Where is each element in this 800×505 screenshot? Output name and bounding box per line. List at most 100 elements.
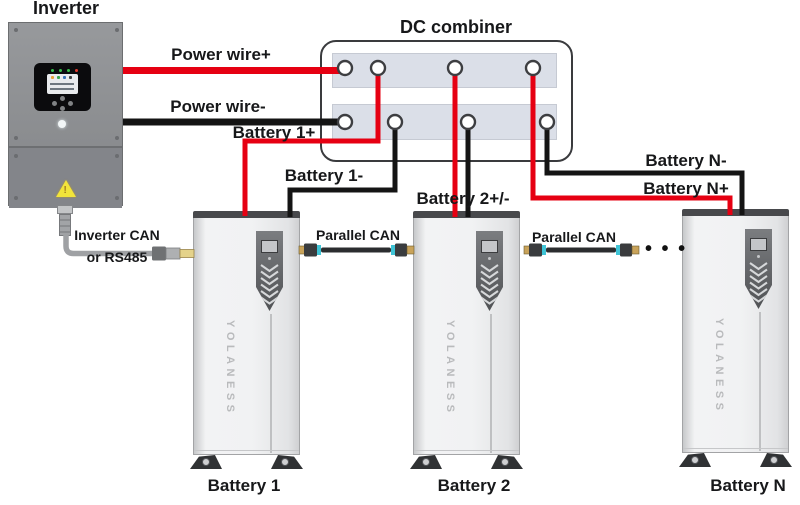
- inverter-can-port: [57, 205, 73, 214]
- batteryN-positive-label: Battery N+: [643, 179, 729, 198]
- battery-top-cap: [682, 209, 789, 216]
- inverter-unit: !: [8, 22, 123, 208]
- status-led-icon: [67, 69, 70, 72]
- screen-icon: [69, 76, 72, 79]
- battery-power-button: [757, 255, 760, 258]
- inverter-can-label: Inverter CAN or RS485: [58, 227, 176, 265]
- screw: [115, 28, 119, 32]
- battery-brand-text: YOLANESS: [713, 318, 725, 415]
- battery-base-line: [683, 448, 788, 449]
- foot-screw: [202, 458, 210, 466]
- batteryN-negative-label: Battery N-: [645, 151, 727, 170]
- screw: [14, 154, 18, 158]
- battery-foot-right: [491, 455, 523, 469]
- screen-text-line: [50, 83, 74, 85]
- up-button: [60, 96, 65, 101]
- screen-icon: [63, 76, 66, 79]
- foot-screw: [501, 458, 509, 466]
- battery2-name-label: Battery 2: [437, 476, 511, 495]
- battery-body: YOLANESS: [193, 218, 300, 455]
- battery-body: YOLANESS: [682, 216, 789, 453]
- battery-unit-1: YOLANESS: [190, 211, 303, 469]
- dc-combiner-title: DC combiner: [399, 17, 513, 37]
- batteryN-name-label: Battery N: [710, 476, 786, 495]
- battery-control-panel: [256, 231, 283, 311]
- inverter-title: Inverter: [32, 0, 100, 18]
- inverter-display-panel: [34, 63, 91, 111]
- cable-end-pin: [523, 245, 531, 255]
- chevron-down-icon: [480, 264, 499, 305]
- battery-power-button: [268, 257, 271, 260]
- chevron-down-icon: [260, 264, 279, 305]
- cable-cord: [321, 247, 391, 253]
- battery-panel-seam: [270, 314, 272, 453]
- battery-body: YOLANESS: [413, 218, 520, 455]
- foot-screw: [691, 456, 699, 464]
- screen-icon: [57, 76, 60, 79]
- battery2-wires-label: Battery 2+/-: [416, 189, 510, 208]
- battery-display-screen: [750, 238, 767, 251]
- status-led-icon: [75, 69, 78, 72]
- foot-screw: [281, 458, 289, 466]
- foot-screw: [770, 456, 778, 464]
- cable-band: [616, 245, 620, 255]
- battery1-negative-label: Battery 1-: [284, 166, 364, 185]
- chevron-down-icon: [749, 262, 768, 303]
- inverter-front-panel: [9, 23, 122, 146]
- battery-base-line: [414, 450, 519, 451]
- battery-foot-left: [190, 455, 222, 469]
- negative-bus-bar: [332, 104, 557, 140]
- foot-screw: [422, 458, 430, 466]
- left-button: [52, 101, 57, 106]
- power-wire-negative-label: Power wire-: [170, 97, 266, 116]
- screw: [115, 196, 119, 200]
- screw: [14, 196, 18, 200]
- inverter-can-label-line2: or RS485: [86, 249, 148, 266]
- can-plug-pin: [179, 249, 195, 258]
- cable-connector: [395, 243, 407, 257]
- status-led-icon: [59, 69, 62, 72]
- battery-top-cap: [193, 211, 300, 218]
- battery-panel-seam: [490, 314, 492, 453]
- battery-foot-right: [760, 453, 792, 467]
- cable-band: [542, 245, 546, 255]
- cable-cord: [546, 247, 616, 253]
- battery-display-screen: [261, 240, 278, 253]
- screw: [115, 154, 119, 158]
- power-indicator-light: [58, 120, 66, 128]
- battery-control-panel: [476, 231, 503, 311]
- battery-power-button: [488, 257, 491, 260]
- cable-end-pin: [631, 245, 640, 255]
- cable-connector: [620, 243, 632, 257]
- inverter-lcd-screen: [47, 74, 78, 94]
- battery-control-panel: [745, 229, 772, 309]
- battery-unit-n: YOLANESS: [679, 209, 792, 467]
- cable-connector: [529, 243, 542, 257]
- battery-brand-text: YOLANESS: [224, 320, 236, 417]
- cable-band: [391, 245, 395, 255]
- parallel-can-cable-2: [523, 243, 640, 257]
- more-batteries-ellipsis: • • •: [645, 238, 688, 260]
- down-button: [60, 106, 65, 111]
- positive-bus-bar: [332, 53, 557, 88]
- battery1-positive-label: Battery 1+: [232, 123, 316, 142]
- power-wire-positive-label: Power wire+: [171, 45, 271, 64]
- status-led-icon: [51, 69, 54, 72]
- inverter-can-label-line1: Inverter CAN: [74, 227, 160, 243]
- parallel-can-label-1: Parallel CAN: [315, 227, 401, 243]
- screw: [14, 28, 18, 32]
- battery-top-cap: [413, 211, 520, 218]
- screw: [14, 136, 18, 140]
- screen-text-line: [50, 88, 74, 90]
- inverter-lower-panel: !: [9, 146, 122, 208]
- cable-connector: [304, 243, 317, 257]
- right-button: [68, 101, 73, 106]
- cable-band: [317, 245, 321, 255]
- battery-foot-left: [679, 453, 711, 467]
- battery-brand-text: YOLANESS: [444, 320, 456, 417]
- screw: [115, 136, 119, 140]
- parallel-can-cable-1: [298, 243, 415, 257]
- parallel-can-label-2: Parallel CAN: [531, 229, 617, 245]
- battery-panel-seam: [759, 312, 761, 451]
